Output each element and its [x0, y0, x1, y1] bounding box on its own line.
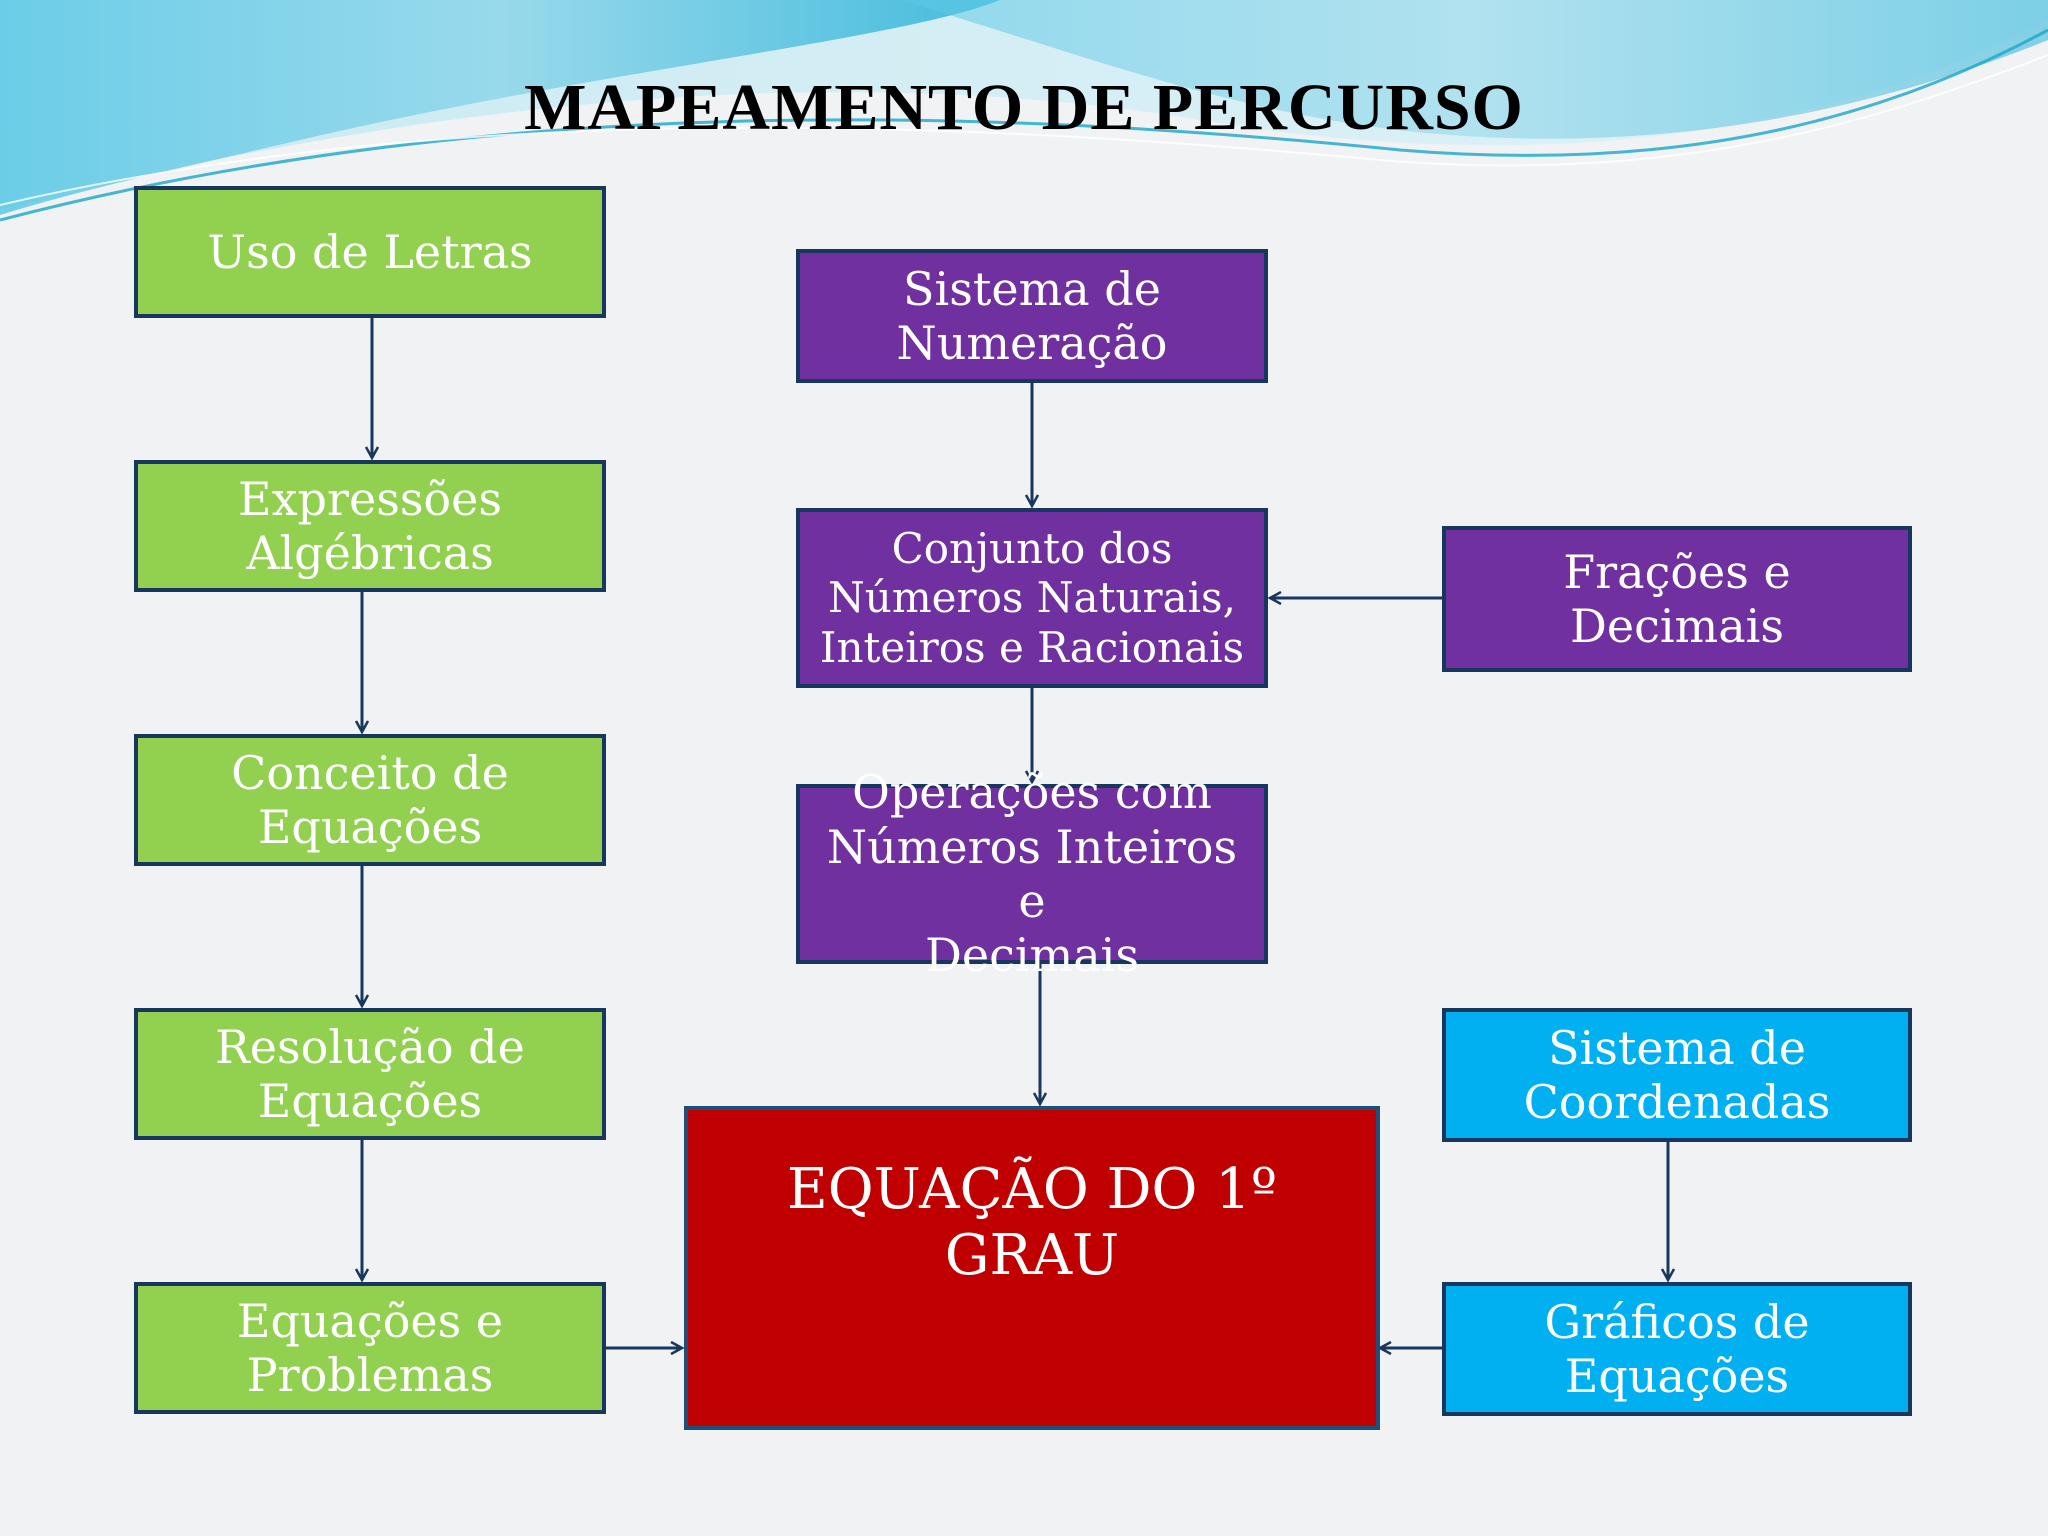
- node-label: Operações com Números Inteiros e Decimai…: [810, 765, 1254, 982]
- node-label: Conjunto dos Números Naturais, Inteiros …: [820, 524, 1244, 673]
- node-fracoes-e-decimais: Frações e Decimais: [1442, 526, 1912, 672]
- node-label: Sistema de Coordenadas: [1524, 1021, 1831, 1130]
- node-sistema-de-numeracao: Sistema de Numeração: [796, 249, 1268, 383]
- node-graficos-de-equacoes: Gráficos de Equações: [1442, 1282, 1912, 1416]
- node-label: Uso de Letras: [207, 225, 532, 279]
- node-resolucao-de-equacoes: Resolução de Equações: [134, 1008, 606, 1140]
- node-label: Sistema de Numeração: [896, 262, 1167, 371]
- node-uso-de-letras: Uso de Letras: [134, 186, 606, 318]
- node-conjunto-dos-numeros: Conjunto dos Números Naturais, Inteiros …: [796, 508, 1268, 688]
- node-equacao-do-1-grau: EQUAÇÃO DO 1º GRAU: [684, 1106, 1380, 1430]
- node-label: Conceito de Equações: [231, 746, 509, 855]
- node-sistema-de-coordenadas: Sistema de Coordenadas: [1442, 1008, 1912, 1142]
- node-label: Resolução de Equações: [215, 1020, 525, 1129]
- node-label: Expressões Algébricas: [238, 472, 502, 581]
- node-label: Frações e Decimais: [1456, 545, 1898, 654]
- node-equacoes-e-problemas: Equações e Problemas: [134, 1282, 606, 1414]
- node-expressoes-algebricas: Expressões Algébricas: [134, 460, 606, 592]
- node-operacoes-com-numeros: Operações com Números Inteiros e Decimai…: [796, 784, 1268, 964]
- node-label: Gráficos de Equações: [1544, 1295, 1809, 1404]
- node-label: Equações e Problemas: [237, 1294, 503, 1403]
- node-label: EQUAÇÃO DO 1º GRAU: [698, 1157, 1366, 1289]
- node-conceito-de-equacoes: Conceito de Equações: [134, 734, 606, 866]
